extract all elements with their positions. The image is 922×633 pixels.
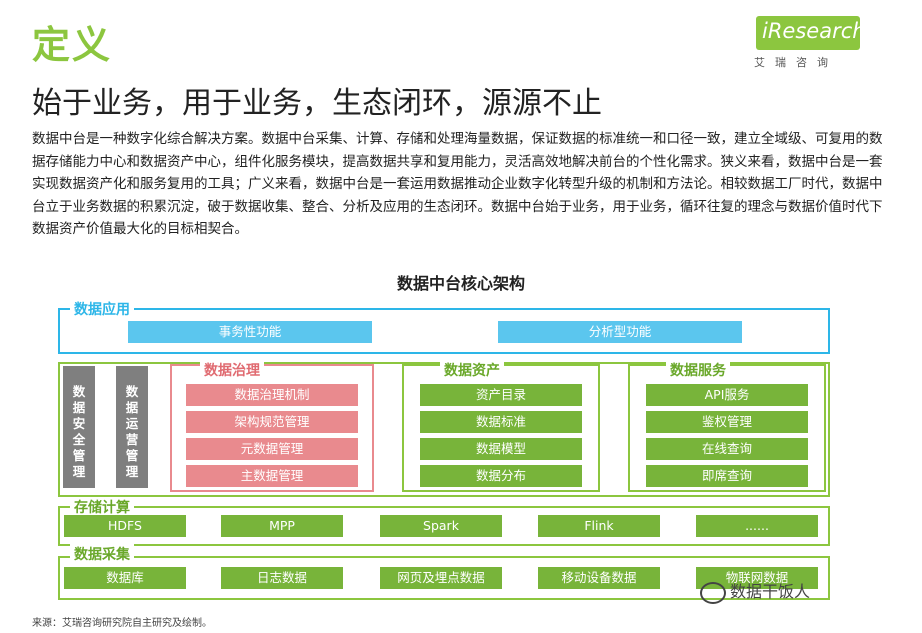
storage-layer [58, 506, 830, 546]
watermark-text: 数据干饭人 [730, 582, 811, 601]
services-item: API服务 [646, 384, 808, 406]
collection-item: 网页及埋点数据 [380, 567, 502, 589]
application-layer-title: 数据应用 [70, 299, 134, 319]
page-subheading: 始于业务，用于业务，生态闭环，源源不止 [32, 86, 602, 121]
security-management-label: 数据安全管理 [72, 384, 86, 479]
collection-layer [58, 556, 830, 600]
operation-management-column: 数据运营管理 [116, 366, 148, 488]
collection-item: 数据库 [64, 567, 186, 589]
storage-item: Spark [380, 515, 502, 537]
storage-layer-title: 存储计算 [70, 497, 134, 517]
governance-block [170, 364, 374, 492]
operation-management-label: 数据运营管理 [125, 384, 139, 479]
services-item: 鉴权管理 [646, 411, 808, 433]
assets-item: 数据分布 [420, 465, 582, 487]
governance-item: 元数据管理 [186, 438, 358, 460]
governance-item: 主数据管理 [186, 465, 358, 487]
collection-item: 物联网数据 [696, 567, 818, 589]
iresearch-logo: iResearch 艾瑞咨询 [748, 16, 866, 69]
governance-item: 架构规范管理 [186, 411, 358, 433]
source-note: 来源：艾瑞咨询研究院自主研究及绘制。 [32, 618, 212, 629]
assets-item: 数据标准 [420, 411, 582, 433]
application-item: 分析型功能 [498, 321, 742, 343]
diagram-title: 数据中台核心架构 [396, 274, 525, 293]
storage-item: HDFS [64, 515, 186, 537]
governance-item: 数据治理机制 [186, 384, 358, 406]
logo-badge [756, 16, 860, 50]
collection-layer-title: 数据采集 [70, 544, 134, 564]
storage-item: MPP [221, 515, 343, 537]
collection-item: 日志数据 [221, 567, 343, 589]
storage-item: ...... [696, 515, 818, 537]
assets-title: 数据资产 [440, 360, 504, 380]
page-heading: 定义 [32, 23, 113, 67]
security-management-column: 数据安全管理 [63, 366, 95, 488]
assets-item: 资产目录 [420, 384, 582, 406]
services-item: 即席查询 [646, 465, 808, 487]
collection-item: 移动设备数据 [538, 567, 660, 589]
services-item: 在线查询 [646, 438, 808, 460]
definition-paragraph: 数据中台是一种数字化综合解决方案。数据中台采集、计算、存储和处理海量数据，保证数… [32, 131, 883, 237]
services-title: 数据服务 [666, 360, 730, 380]
logo-subtext: 艾瑞咨询 [754, 56, 838, 69]
logo-text: iResearch [762, 19, 866, 43]
governance-title: 数据治理 [200, 360, 264, 380]
application-item: 事务性功能 [128, 321, 372, 343]
application-layer [58, 308, 830, 354]
storage-item: Flink [538, 515, 660, 537]
wechat-watermark: 数据干饭人 [700, 578, 810, 604]
wechat-icon [700, 581, 726, 604]
assets-item: 数据模型 [420, 438, 582, 460]
